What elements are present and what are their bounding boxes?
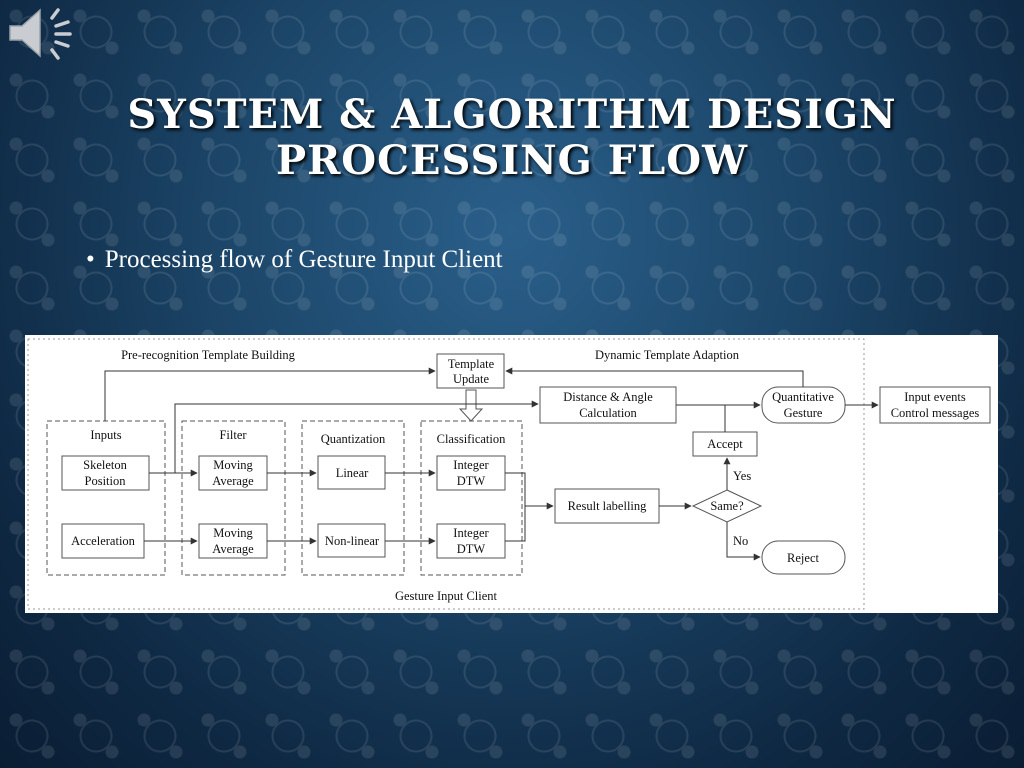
int-dtw-2-l2: DTW	[457, 542, 486, 556]
yes-label: Yes	[733, 469, 751, 483]
label-prerecognition: Pre-recognition Template Building	[121, 348, 296, 362]
moving-avg-1-box	[198, 455, 268, 491]
skeleton-box	[61, 455, 150, 491]
template-down-arrow	[458, 389, 484, 422]
template-update-l1: Template	[448, 357, 495, 371]
moving-avg-2-l2: Average	[212, 542, 254, 556]
distance-angle-l2: Calculation	[579, 406, 637, 420]
input-events-l1: Input events	[904, 390, 966, 404]
speaker-icon[interactable]	[6, 4, 76, 62]
distance-angle-box	[539, 386, 677, 424]
moving-avg-1-l1: Moving	[213, 458, 253, 472]
group-filter	[181, 420, 286, 576]
nonlinear-box	[317, 523, 386, 558]
int-dtw-2-box	[436, 523, 506, 559]
connectors	[104, 367, 879, 561]
bullet-item: • Processing flow of Gesture Input Client	[86, 246, 503, 274]
acceleration-box	[61, 523, 145, 559]
no-label: No	[733, 534, 748, 548]
title-line-2: PROCESSING FLOW	[275, 137, 749, 184]
skeleton-l2: Position	[85, 474, 127, 488]
acceleration-label: Acceleration	[71, 534, 136, 548]
int-dtw-1-l2: DTW	[457, 474, 486, 488]
nonlinear-label: Non-linear	[325, 534, 380, 548]
reject-label: Reject	[787, 551, 819, 565]
quantitative-l1: Quantitative	[772, 390, 834, 404]
quantitative-l2: Gesture	[784, 406, 823, 420]
group-filter-title: Filter	[219, 428, 247, 442]
group-class-title: Classification	[437, 432, 506, 446]
moving-avg-2-l1: Moving	[213, 526, 253, 540]
bullet-text: Processing flow of Gesture Input Client	[104, 246, 503, 273]
group-inputs	[46, 420, 166, 576]
label-gesture-client: Gesture Input Client	[395, 589, 498, 603]
moving-avg-1-l2: Average	[212, 474, 254, 488]
diagram-canvas: Pre-recognition Template Building Dynami…	[27, 338, 991, 610]
linear-label: Linear	[336, 466, 369, 480]
result-labelling-label: Result labelling	[568, 499, 648, 513]
int-dtw-2-l1: Integer	[453, 526, 489, 540]
input-events-box	[879, 386, 991, 424]
input-events-l2: Control messages	[891, 406, 980, 420]
int-dtw-1-l1: Integer	[453, 458, 489, 472]
template-update-l2: Update	[453, 372, 490, 386]
group-quant-title: Quantization	[321, 432, 386, 446]
distance-angle-l1: Distance & Angle	[563, 390, 653, 404]
template-update-box	[436, 353, 505, 389]
slide-title: SYSTEM & ALGORITHM DESIGN PROCESSING FLO…	[0, 92, 1024, 184]
client-border	[27, 338, 865, 610]
title-line-1: SYSTEM & ALGORITHM DESIGN	[127, 91, 897, 138]
group-inputs-title: Inputs	[90, 428, 121, 442]
accept-label: Accept	[707, 437, 743, 451]
bullet-dot: •	[86, 246, 95, 273]
flow-diagram: Pre-recognition Template Building Dynami…	[25, 335, 998, 613]
accept-box	[692, 431, 758, 457]
moving-avg-2-box	[198, 523, 268, 559]
label-dynamic-adaption: Dynamic Template Adaption	[595, 348, 740, 362]
skeleton-l1: Skeleton	[83, 458, 127, 472]
int-dtw-1-box	[436, 455, 506, 491]
group-quantization	[301, 420, 405, 576]
reject-box	[761, 540, 846, 575]
same-label: Same?	[710, 499, 744, 513]
